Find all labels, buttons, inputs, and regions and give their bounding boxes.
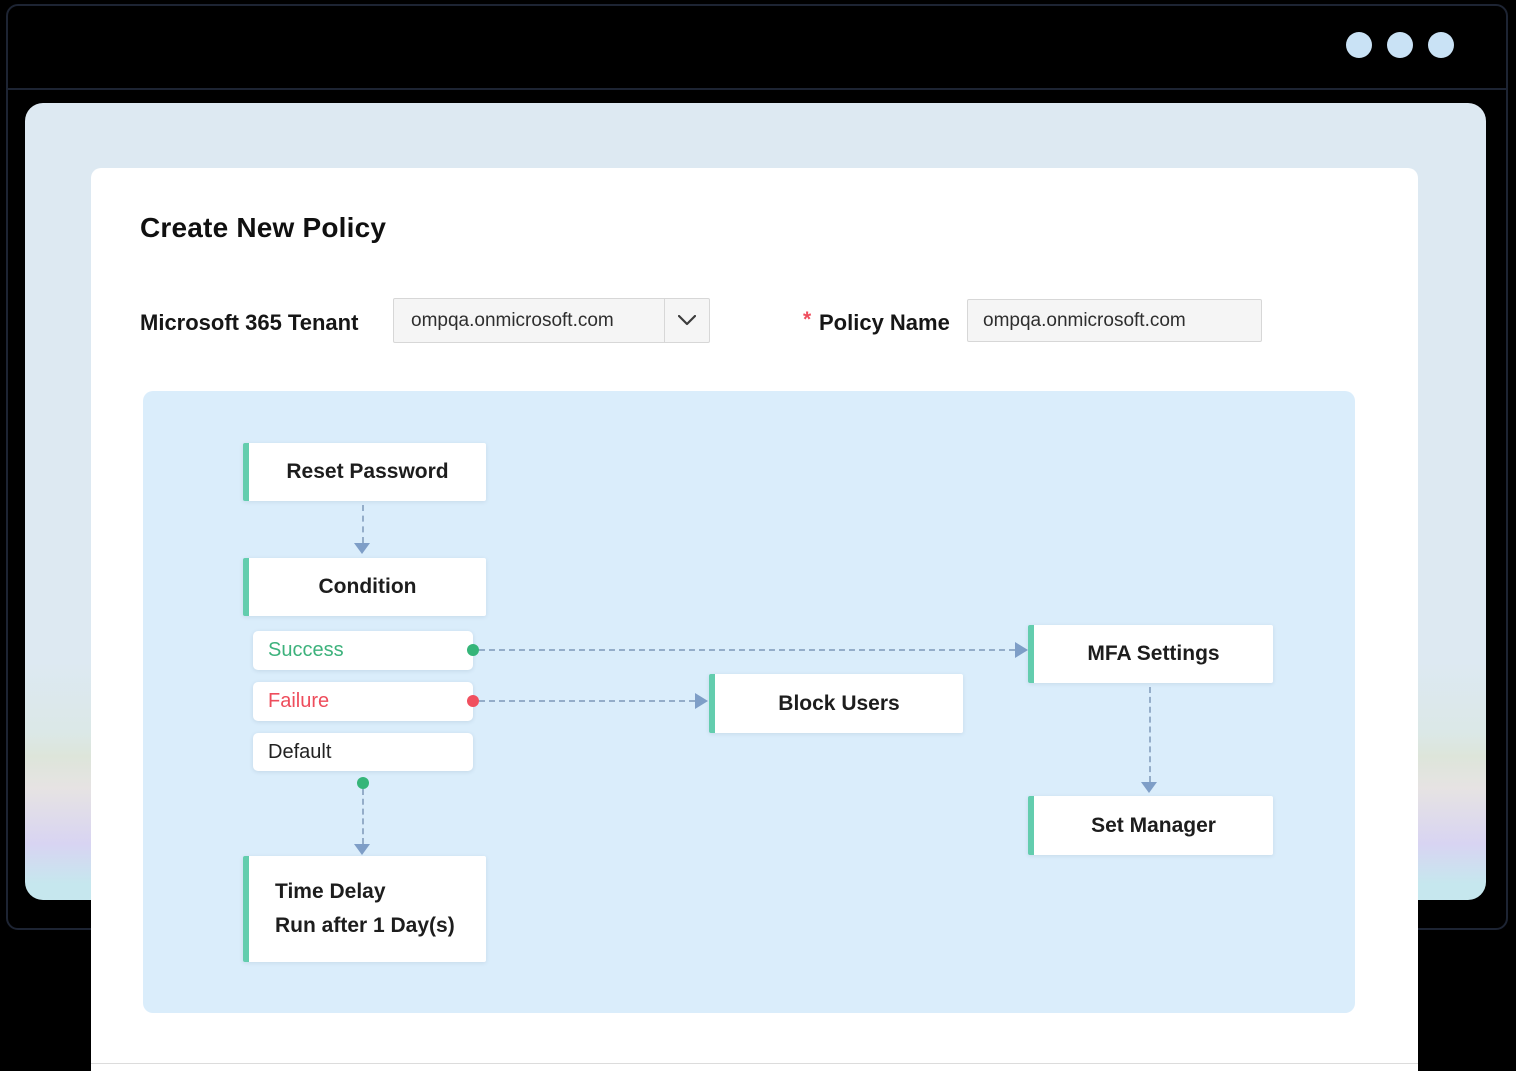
connector-default-to-delay — [362, 789, 364, 844]
arrow-right-icon — [695, 693, 708, 709]
workflow-canvas: Reset Password Condition Success Failure… — [143, 391, 1355, 1013]
branch-default[interactable]: Default — [253, 733, 473, 771]
page-title: Create New Policy — [140, 212, 387, 243]
branch-failure[interactable]: Failure — [253, 682, 473, 721]
failure-port-icon[interactable] — [467, 695, 479, 707]
node-reset-password[interactable]: Reset Password — [243, 443, 486, 501]
node-label: Set Manager — [1091, 813, 1216, 837]
tenant-label: Microsoft 365 Tenant — [140, 310, 359, 335]
required-asterisk: * — [803, 308, 812, 331]
card-bottom-divider — [91, 1063, 1418, 1064]
node-label: Reset Password — [286, 460, 449, 483]
success-port-icon[interactable] — [467, 644, 479, 656]
branch-label: Default — [268, 740, 332, 763]
connector-failure-to-block — [479, 700, 695, 702]
tenant-select[interactable]: ompqa.onmicrosoft.com — [393, 298, 710, 343]
node-set-manager[interactable]: Set Manager — [1028, 796, 1273, 855]
window-control-dot-icon[interactable] — [1428, 32, 1454, 58]
connector-mfa-to-setmanager — [1149, 687, 1151, 782]
chevron-down-icon — [664, 299, 709, 342]
tenant-select-value: ompqa.onmicrosoft.com — [411, 310, 614, 331]
branch-label: Success — [268, 639, 344, 661]
default-port-icon[interactable] — [357, 777, 369, 789]
policy-name-label: Policy Name — [819, 310, 950, 335]
node-time-delay[interactable]: Time Delay Run after 1 Day(s) — [243, 856, 486, 962]
node-label: Time Delay — [275, 880, 386, 903]
policy-name-input[interactable] — [967, 299, 1262, 342]
arrow-down-icon — [354, 844, 370, 855]
window-control-dot-icon[interactable] — [1387, 32, 1413, 58]
create-policy-card: Create New Policy Microsoft 365 Tenant o… — [91, 168, 1418, 1071]
window-controls — [1346, 32, 1454, 58]
node-label: MFA Settings — [1087, 642, 1220, 665]
connector-success-to-mfa — [479, 649, 1015, 651]
window-control-dot-icon[interactable] — [1346, 32, 1372, 58]
arrow-right-icon — [1015, 642, 1028, 658]
browser-topbar — [8, 6, 1506, 90]
branch-label: Failure — [268, 690, 330, 712]
node-label: Block Users — [778, 691, 900, 715]
arrow-down-icon — [354, 543, 370, 554]
node-label: Condition — [318, 575, 417, 598]
node-block-users[interactable]: Block Users — [709, 674, 963, 733]
arrow-down-icon — [1141, 782, 1157, 793]
node-condition[interactable]: Condition — [243, 558, 486, 616]
connector-reset-to-condition — [362, 505, 364, 543]
node-sublabel: Run after 1 Day(s) — [275, 914, 455, 937]
node-mfa-settings[interactable]: MFA Settings — [1028, 625, 1273, 683]
branch-success[interactable]: Success — [253, 631, 473, 670]
